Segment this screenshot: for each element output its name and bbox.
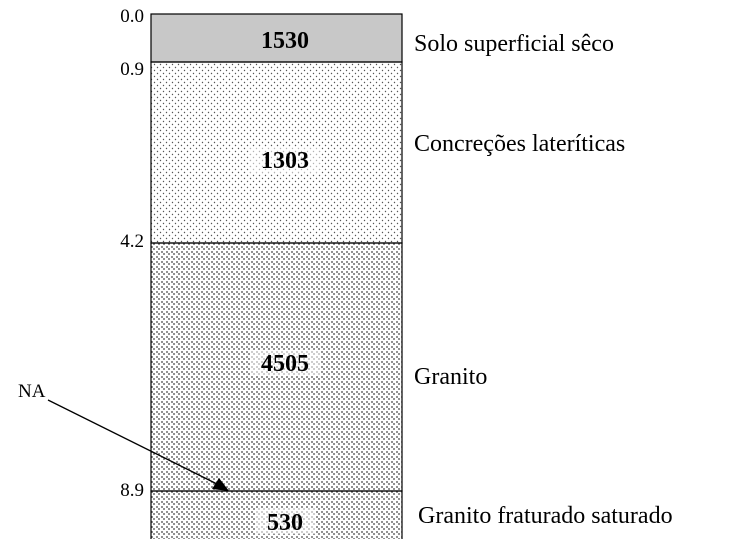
layer-4-label-halo xyxy=(255,508,315,534)
layer-2-label-halo xyxy=(250,147,320,173)
layer-3-velocity: 4505 xyxy=(261,351,309,377)
layer-2-velocity: 1303 xyxy=(261,148,309,174)
water-table-annotation: NA xyxy=(18,381,229,491)
layer-1-fill xyxy=(150,13,403,63)
layer-3-top-depth: 4.2 xyxy=(120,231,144,252)
water-table-arrowhead xyxy=(212,478,229,491)
layer-4-description: Granito fraturado saturado xyxy=(418,503,673,529)
layer-4: 8.9 530 Granito fraturado saturado xyxy=(120,480,673,539)
layer-3: 4.2 4505 Granito xyxy=(120,231,487,492)
layer-3-label-halo xyxy=(250,350,320,376)
water-table-leader-line xyxy=(47,399,218,485)
layer-1-velocity: 1530 xyxy=(261,28,309,54)
layer-1-description: Solo superficial sêco xyxy=(414,31,614,57)
water-table-label: NA xyxy=(18,381,46,402)
layer-1-top-depth: 0.0 xyxy=(120,6,144,27)
layer-2-top-depth: 0.9 xyxy=(120,59,144,80)
layer-4-velocity: 530 xyxy=(267,510,303,536)
layer-2: 0.9 1303 Concreções lateríticas xyxy=(120,59,625,244)
layer-4-top-depth: 8.9 xyxy=(120,480,144,501)
layer-2-description: Concreções lateríticas xyxy=(414,131,625,157)
layer-3-description: Granito xyxy=(414,364,487,390)
layer-1: 0.0 1530 Solo superficial sêco xyxy=(120,6,614,63)
